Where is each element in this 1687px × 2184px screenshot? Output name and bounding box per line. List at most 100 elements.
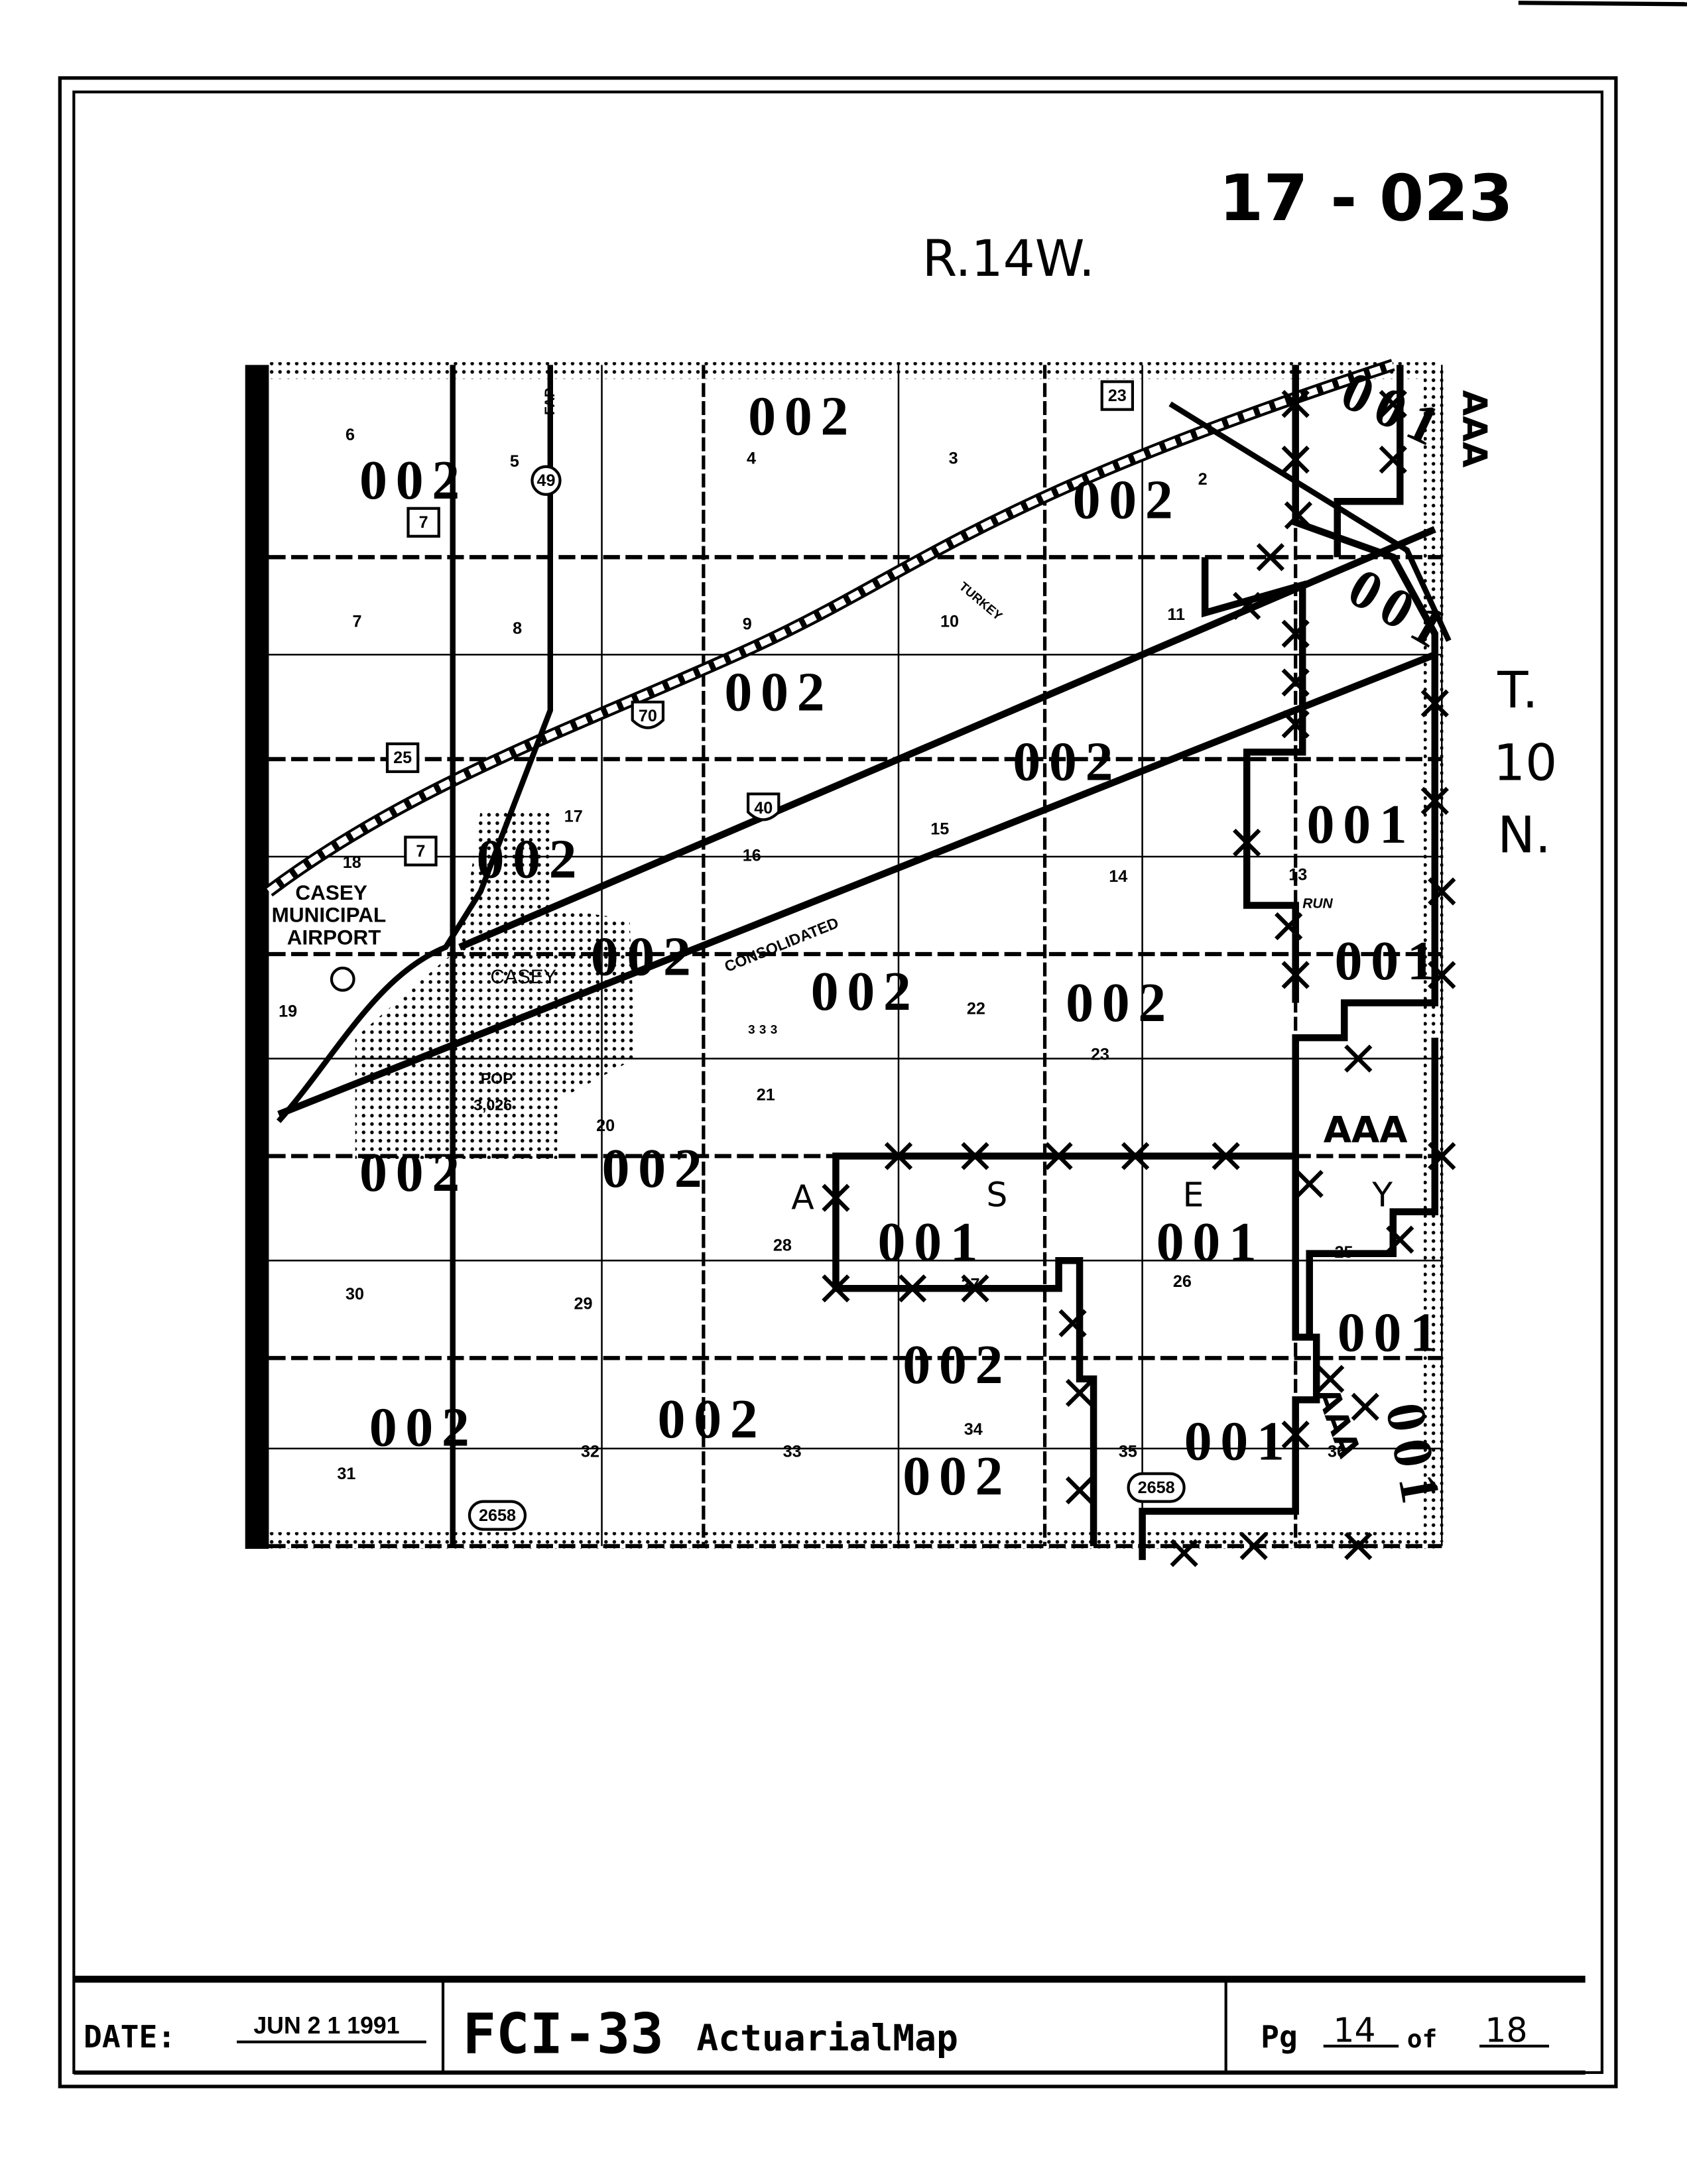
- boundary-x-mark: [1170, 1539, 1198, 1567]
- boundary-x-mark: [1281, 710, 1310, 739]
- fap-route-label: FAP: [542, 388, 558, 415]
- section-number: 31: [337, 1465, 355, 1483]
- boundary-x-mark: [1420, 689, 1449, 718]
- stipple-top: [269, 362, 1440, 379]
- route-shield-40: 40: [746, 792, 781, 821]
- boundary-x-mark: [898, 1274, 927, 1303]
- district-letter-a: A: [791, 1178, 814, 1217]
- zone-boundary-line: [1334, 365, 1404, 558]
- boundary-x-mark: [1281, 961, 1310, 989]
- section-number: 3: [949, 450, 958, 468]
- zone-code-002: 002: [359, 1142, 468, 1203]
- section-number: 5: [510, 452, 519, 471]
- date-value: JUN 2 1 1991: [253, 2012, 399, 2039]
- boundary-x-mark: [1281, 446, 1310, 474]
- zone-code-002: 002: [591, 926, 700, 988]
- boundary-x-mark: [1295, 1170, 1324, 1198]
- boundary-x-mark: [822, 1274, 850, 1303]
- route-shield-2658: 2658: [1127, 1472, 1186, 1503]
- section-number: 16: [743, 846, 761, 865]
- airport-label-3: AIRPORT: [287, 925, 381, 949]
- township-n: N.: [1497, 806, 1551, 865]
- boundary-x-mark: [1428, 1142, 1456, 1170]
- map-background: [245, 359, 1446, 1552]
- route-shield-number: 40: [754, 799, 773, 818]
- section-number: 15: [930, 819, 949, 838]
- section-number: 25: [1335, 1243, 1353, 1262]
- route-shield-7: 7: [404, 835, 438, 867]
- page-total: 18: [1485, 2011, 1527, 2050]
- township-label: T. 10 N.: [1493, 661, 1557, 864]
- consolidated-road: [277, 651, 1436, 1118]
- boundary-x-mark: [1386, 1225, 1414, 1254]
- section-number: 21: [757, 1086, 775, 1105]
- zone-boundary-line: [832, 365, 1439, 1546]
- boundary-x-mark: [961, 1142, 989, 1170]
- boundary-x-mark: [1233, 828, 1261, 857]
- zone-code-002: 002: [658, 1388, 767, 1450]
- boundary-x-mark: [1044, 1142, 1073, 1170]
- airport-icon: [330, 966, 355, 992]
- section-number: 35: [1119, 1442, 1137, 1461]
- page-label: Pg: [1261, 2019, 1298, 2055]
- zone-boundary-line: [1201, 557, 1306, 1003]
- section-number: 36: [1328, 1442, 1346, 1461]
- boundary-x-mark: [1239, 1532, 1268, 1560]
- section-number: 26: [1173, 1272, 1192, 1291]
- district-letter-e: E: [1183, 1175, 1204, 1214]
- boundary-x-mark: [1212, 1142, 1240, 1170]
- section-number: 18: [343, 853, 361, 872]
- run-creek-label: RUN: [1302, 896, 1333, 912]
- boundary-x-mark: [1281, 619, 1310, 648]
- boundary-x-mark: [1281, 390, 1310, 418]
- page-current: 14: [1333, 2011, 1375, 2050]
- boundary-x-mark: [1281, 668, 1310, 697]
- population-value: 3,026: [473, 1096, 512, 1113]
- township-t: T.: [1497, 661, 1538, 719]
- boundary-x-mark: [1428, 961, 1456, 989]
- zone-code-002: 002: [476, 828, 585, 890]
- section-number: 11: [1167, 605, 1185, 624]
- route-shield-number: 2658: [1138, 1479, 1175, 1497]
- district-letter-s: S: [986, 1175, 1007, 1214]
- zone-code-002: 002: [602, 1138, 711, 1199]
- route-shield-number: 7: [419, 513, 428, 532]
- scan-mark: [1518, 1, 1687, 7]
- section-number: 2: [1198, 470, 1208, 489]
- boundary-x-mark: [1275, 912, 1303, 941]
- zone-code-002: 002: [903, 1334, 1011, 1396]
- section-number: 13: [1288, 866, 1307, 884]
- section-number: 8: [513, 619, 522, 638]
- zone-code-002: 002: [748, 385, 857, 447]
- boundary-x-mark: [961, 1274, 989, 1303]
- airport-label-2: MUNICIPAL: [272, 903, 387, 927]
- boundary-x-mark: [884, 1142, 913, 1170]
- route-49: [277, 365, 553, 1123]
- map-number: 17 - 023: [1219, 160, 1513, 235]
- zone-boundary-line: [1139, 1156, 1320, 1560]
- town-label: CASEY: [490, 966, 556, 988]
- district-mark-aaa-2: AAA: [1455, 390, 1494, 467]
- route-shield-25: 25: [385, 742, 420, 773]
- route-shield-49: 49: [531, 465, 562, 496]
- section-number: 27: [962, 1275, 980, 1294]
- boundary-x-mark: [1284, 501, 1313, 530]
- us-route-40: [458, 526, 1436, 951]
- section-number: 10: [940, 612, 959, 631]
- boundary-x-mark: [1316, 1365, 1345, 1393]
- district-letter-y: Y: [1371, 1175, 1393, 1214]
- roads: [265, 359, 1452, 1546]
- airport-label-1: CASEY: [295, 880, 367, 904]
- zone-code-001: 001: [1338, 1302, 1446, 1364]
- boundary-x-mark: [1428, 877, 1456, 906]
- section-number: 33: [783, 1442, 802, 1461]
- section-number: 6: [345, 426, 355, 444]
- section-number: 34: [964, 1420, 983, 1439]
- section-number: 19: [279, 1002, 297, 1021]
- zone-code-001: 001: [1156, 1211, 1265, 1273]
- zone-code-002: 002: [1073, 469, 1182, 530]
